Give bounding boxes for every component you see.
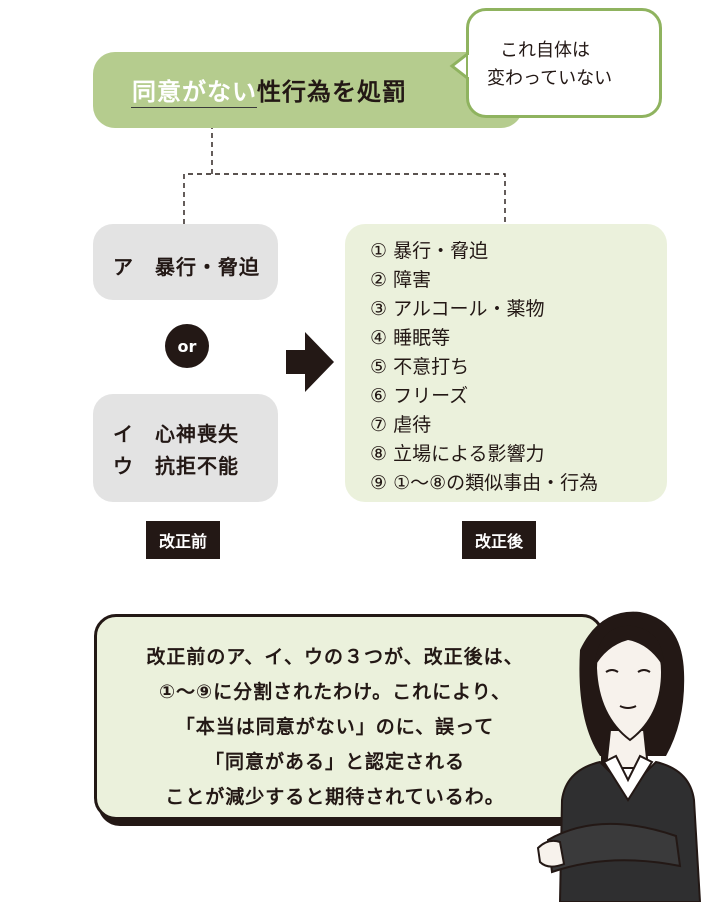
speech-bubble [466, 8, 662, 118]
after-list-item: ④ 睡眠等 [370, 327, 451, 349]
dashed-connector [183, 173, 506, 224]
after-list-item: ① 暴行・脅迫 [370, 240, 489, 262]
label-before: 改正前 [146, 521, 220, 559]
after-list-item: ⑤ 不意打ち [370, 356, 470, 378]
after-list-item: ③ アルコール・薬物 [370, 298, 545, 320]
before-box-iu-line1: イ 心神喪失 [113, 422, 239, 446]
before-box-iu [93, 394, 278, 502]
banner-rest: 性行為を処罰 [257, 78, 407, 106]
woman-figure [536, 611, 702, 902]
bubble-text-line2: 変わっていない [487, 68, 613, 89]
or-badge: or [165, 324, 209, 368]
after-list-item: ② 障害 [370, 269, 432, 291]
after-list-item: ⑥ フリーズ [370, 385, 469, 407]
banner-title: 同意がない性行為を処罰 [132, 72, 407, 107]
caption-box [94, 614, 604, 820]
before-box-iu-line2: ウ 抗拒不能 [113, 454, 239, 478]
arrow-right-icon [286, 332, 334, 392]
label-after: 改正後 [462, 521, 536, 559]
caption-line: 「本当は同意がない」のに、誤って [175, 716, 495, 738]
banner-highlight: 同意がない [132, 78, 257, 106]
before-box-a-text: ア 暴行・脅迫 [113, 255, 260, 279]
caption-line: 「同意がある」と認定される [204, 751, 465, 773]
caption-line: 改正前のア、イ、ウの３つが、改正後は、 [146, 646, 524, 668]
caption-line: ことが減少すると期待されているわ。 [165, 786, 505, 808]
caption-line: ①〜⑨に分割されたわけ。これにより、 [158, 681, 512, 703]
after-list-box [345, 224, 667, 502]
after-list-item: ⑨ ①〜⑧の類似事由・行為 [370, 472, 599, 494]
after-list-item: ⑧ 立場による影響力 [370, 443, 545, 465]
banner-underline [131, 107, 257, 108]
before-box-a [93, 224, 278, 300]
bubble-text-line1: これ自体は [500, 40, 590, 61]
after-list-item: ⑦ 虐待 [370, 414, 432, 436]
